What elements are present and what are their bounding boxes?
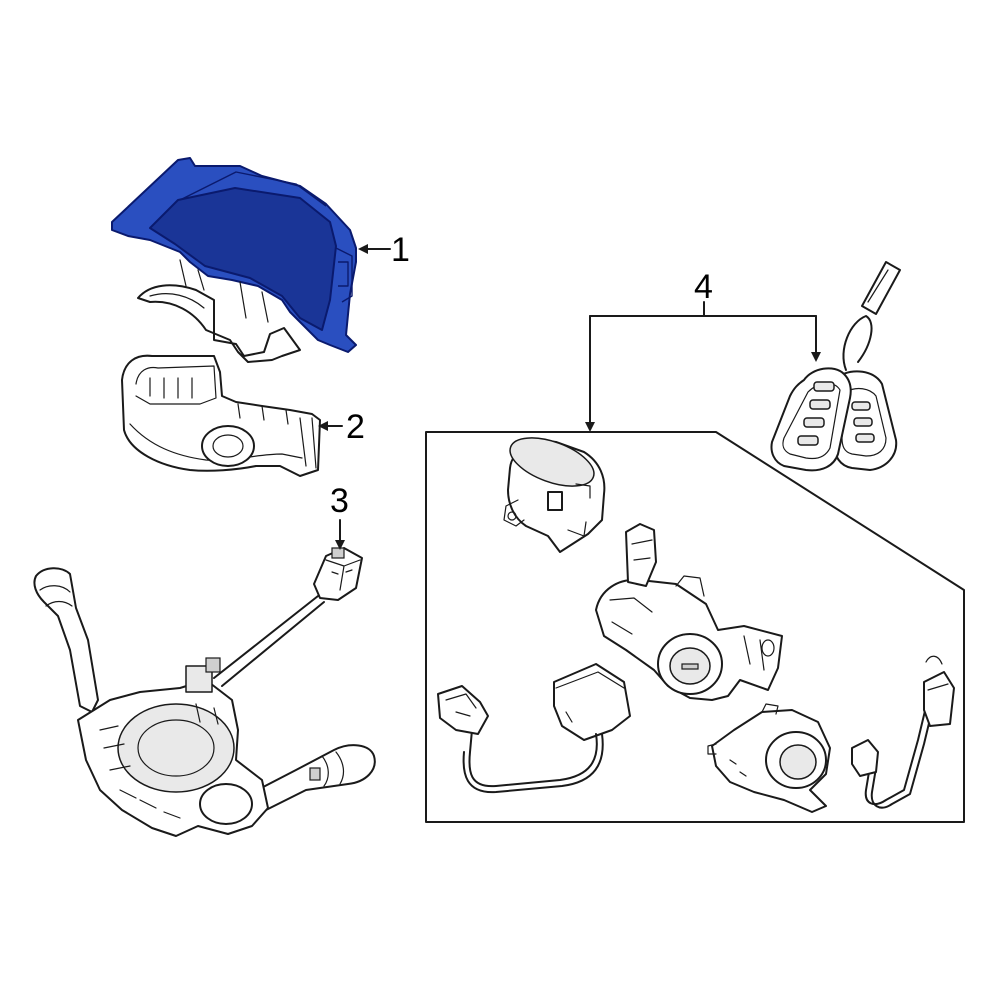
immobilizer-connector [437, 685, 489, 735]
leader-1-arrow [358, 244, 368, 254]
lock-cylinder-top [509, 437, 595, 487]
part-4-immobilizer[interactable] [437, 663, 631, 794]
part-4-lock-cylinder[interactable] [503, 428, 606, 553]
part-2-lower-column-cover[interactable] [121, 354, 321, 477]
key-ring [842, 315, 873, 371]
key-fob-back-inner [841, 387, 887, 457]
part-4-switch-with-harness[interactable] [707, 655, 955, 813]
part-3-right-stalk [237, 744, 376, 819]
part-3-connector-lock [331, 547, 345, 559]
key-fob-front-btn-1 [813, 381, 835, 392]
part-1-upper-column-cover[interactable] [111, 157, 357, 363]
callout-4[interactable]: 4 [694, 268, 713, 306]
callout-3[interactable]: 3 [330, 482, 349, 520]
part-1-lower-ribs [179, 259, 269, 323]
part-3-body-details [99, 703, 219, 819]
part-3-lower-hub [199, 783, 253, 825]
part-4-key-fobs[interactable] [770, 261, 901, 472]
key-fob-back-btn-1 [851, 401, 871, 411]
ignition-bracket [625, 523, 657, 587]
ignition-key-slot [681, 663, 699, 670]
immobilizer-detail [555, 671, 625, 723]
ignition-housing-details [609, 575, 765, 671]
lock-cylinder-details [503, 483, 591, 537]
switch-harness-end-connector [923, 671, 955, 727]
callout-2[interactable]: 2 [346, 408, 365, 446]
part-2-cover-body [121, 354, 321, 477]
part-1-inner-face [149, 187, 337, 331]
part-3-right-stalk-ring [321, 751, 345, 787]
leader-4-right-arrow [811, 352, 821, 362]
part-3-clock-spring-inner [137, 719, 215, 777]
key-fob-front-btn-4 [797, 435, 819, 446]
switch-face-inner [779, 744, 817, 780]
part-3-left-stalk [33, 567, 99, 713]
switch-harness-wire [864, 689, 931, 806]
part-4-group-frame [425, 431, 965, 823]
part-2-ribs [149, 377, 289, 425]
part-3-harness-wire-2 [221, 601, 325, 687]
callout-leaders [318, 244, 821, 550]
immobilizer-body [553, 663, 631, 741]
part-3-combination-switch[interactable] [33, 547, 376, 837]
part-4-ignition-switch[interactable] [595, 523, 783, 701]
part-2-ignition-hole [201, 425, 255, 467]
lock-cylinder-screw [507, 511, 517, 521]
switch-harness-small-connector [851, 739, 879, 777]
immobilizer-wire-2 [462, 733, 604, 794]
key-fob-back-btn-3 [855, 433, 875, 443]
part-3-left-stalk-tip [39, 585, 73, 607]
key-tag-detail [867, 269, 889, 303]
key-fob-front-btn-2 [809, 399, 831, 410]
part-1-lower-bracket-inner [149, 293, 205, 309]
part-1-tab [338, 261, 349, 287]
switch-harness-end-detail [925, 655, 949, 691]
ignition-bracket-detail [631, 539, 653, 561]
immobilizer-connector-detail [445, 693, 477, 717]
switch-tabs [707, 703, 779, 777]
switch-harness-wire-2 [870, 693, 937, 809]
part-2-lower-edge [129, 423, 303, 461]
part-1-lower-bracket [137, 284, 301, 363]
part-3-harness-wire [213, 595, 319, 679]
part-2-right-end [299, 417, 317, 469]
lock-cylinder-slot [547, 491, 563, 511]
callout-1[interactable]: 1 [391, 231, 410, 269]
part-3-right-stalk-button [309, 767, 321, 781]
key-fob-front-btn-3 [803, 417, 825, 428]
leader-3-arrow [335, 540, 345, 550]
immobilizer-wire [468, 729, 598, 788]
part-2-ignition-hole-inner [212, 434, 244, 458]
part-1-side-rib [335, 247, 353, 303]
part-3-connector-detail [325, 559, 361, 591]
leader-4-left-arrow [585, 422, 595, 432]
part-2-inner-wall [135, 365, 217, 405]
leader-2-arrow [318, 421, 328, 431]
key-fob-back-btn-2 [853, 417, 873, 427]
ignition-mount-hole [761, 639, 775, 657]
key-tag [861, 261, 901, 315]
part-1-rim-line [179, 171, 327, 207]
part-3-clock-spring-ring [117, 703, 235, 793]
part-3-connector-top [205, 657, 221, 673]
